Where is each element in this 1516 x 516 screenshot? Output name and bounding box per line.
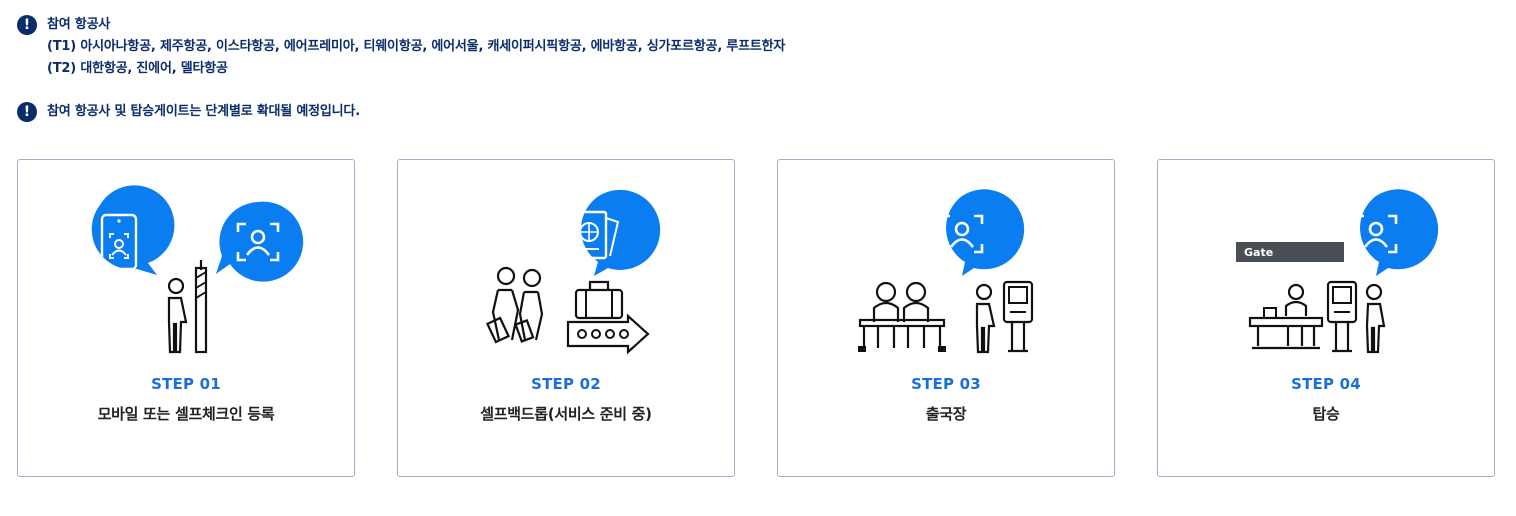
step-title: 출국장 [925, 405, 967, 423]
mobile-face-registration-icon [91, 185, 304, 354]
notice-expansion: ! 참여 항공사 및 탑승게이트는 단계별로 확대될 예정입니다. [17, 101, 360, 123]
boarding-gate-face-scan-icon: Gate [1236, 189, 1439, 354]
step-card-02: STEP 02 셀프백드롭(서비스 준비 중) [397, 159, 735, 477]
step-card-01: STEP 01 모바일 또는 셀프체크인 등록 [17, 159, 355, 477]
exclamation-icon: ! [17, 15, 37, 35]
step-label: STEP 03 [911, 375, 981, 393]
notice-text: 참여 항공사 (T1) 아시아나항공, 제주항공, 이스타항공, 에어프레미아,… [47, 14, 785, 80]
gate-sign [1236, 242, 1344, 262]
notice-line-t1: (T1) 아시아나항공, 제주항공, 이스타항공, 에어프레미아, 티웨이항공,… [47, 39, 786, 54]
step-label: STEP 02 [531, 375, 601, 393]
step-title: 모바일 또는 셀프체크인 등록 [97, 405, 275, 423]
notice-line: 참여 항공사 및 탑승게이트는 단계별로 확대될 예정입니다. [47, 104, 360, 119]
exclamation-icon: ! [17, 102, 37, 122]
departure-face-scan-icon [858, 189, 1034, 354]
step-label: STEP 04 [1291, 375, 1361, 393]
notice-participating-airlines: ! 참여 항공사 (T1) 아시아나항공, 제주항공, 이스타항공, 에어프레미… [17, 14, 785, 80]
notice-text: 참여 항공사 및 탑승게이트는 단계별로 확대될 예정입니다. [47, 101, 360, 123]
passport-baggage-drop-icon [485, 189, 661, 355]
notice-line-t2: (T2) 대한항공, 진에어, 델타항공 [47, 61, 228, 76]
gate-sign-text: Gate [1244, 246, 1273, 259]
notice-heading: 참여 항공사 [47, 17, 111, 32]
step-card-04: Gate STEP 04 탑승 [1157, 159, 1495, 477]
step-label: STEP 01 [151, 375, 221, 393]
step-title: 탑승 [1312, 405, 1340, 423]
step-card-03: STEP 03 출국장 [777, 159, 1115, 477]
step-title: 셀프백드롭(서비스 준비 중) [480, 405, 652, 423]
